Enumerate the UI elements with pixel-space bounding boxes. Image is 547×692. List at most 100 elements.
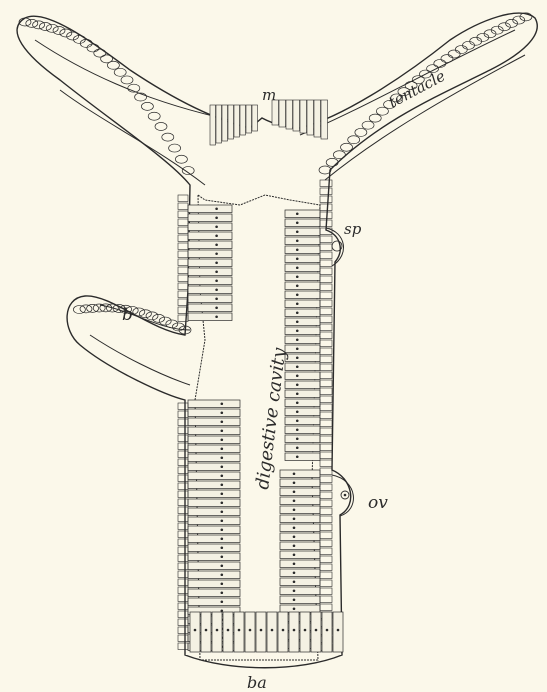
cell-layers <box>19 13 532 652</box>
ectoderm-cell <box>178 643 188 650</box>
basal-cell <box>190 612 200 652</box>
right-epithelial-cell <box>280 569 320 577</box>
ectoderm-cell <box>320 452 332 459</box>
left-epithelial-cell <box>188 304 232 312</box>
left-cell-nucleus <box>221 411 224 414</box>
right-cell-nucleus <box>296 365 299 368</box>
right-epithelial-cell <box>280 470 320 478</box>
right-epithelial-cell <box>285 282 320 290</box>
ectoderm-cell <box>320 460 332 467</box>
right-tentacle-cell <box>369 114 381 122</box>
right-epithelial-cell <box>285 264 320 272</box>
hypostome-cell <box>300 100 307 133</box>
right-tentacle-cell <box>333 151 345 159</box>
basal-cell <box>300 612 310 652</box>
right-epithelial-cell <box>280 605 320 613</box>
right-epithelial-cell <box>285 453 320 461</box>
left-cell-nucleus <box>215 252 218 255</box>
ectoderm-cell <box>178 243 188 250</box>
bud-inner <box>90 305 190 385</box>
right-cell-nucleus <box>296 329 299 332</box>
ectoderm-cell <box>320 332 332 339</box>
ectoderm-cell <box>320 556 332 563</box>
right-cell-nucleus <box>296 320 299 323</box>
right-epithelial-cell <box>280 506 320 514</box>
right-cell-nucleus <box>293 598 296 601</box>
basal-cell <box>245 612 255 652</box>
ectoderm-cell <box>320 396 332 403</box>
left-cell-nucleus <box>221 501 224 504</box>
label-mouth: m <box>262 86 276 104</box>
ectoderm-cell <box>178 483 188 490</box>
ectoderm-cell <box>320 308 332 315</box>
left-tentacle-cell <box>155 122 167 130</box>
ectoderm-cell <box>320 388 332 395</box>
right-cell-nucleus <box>296 248 299 251</box>
left-cell-nucleus <box>221 420 224 423</box>
ectoderm-cell <box>178 499 188 506</box>
right-epithelial-cell <box>280 497 320 505</box>
left-epithelial-cell <box>188 250 232 258</box>
right-epithelial-cell <box>280 587 320 595</box>
bud-cell <box>133 308 145 316</box>
left-epithelial-cell <box>188 400 240 408</box>
ectoderm-cell <box>320 468 332 475</box>
hypostome-cell <box>307 100 314 135</box>
ectoderm-cell <box>178 539 188 546</box>
right-epithelial-cell <box>285 390 320 398</box>
left-tentacle-cell <box>121 76 133 84</box>
ectoderm-cell <box>320 372 332 379</box>
right-tentacle-cell <box>448 50 460 58</box>
ectoderm-cell <box>178 579 188 586</box>
left-cell-nucleus <box>221 447 224 450</box>
right-cell-nucleus <box>296 419 299 422</box>
left-tentacle-cell <box>107 61 119 69</box>
right-epithelial-cell <box>285 300 320 308</box>
hypostome-cell <box>279 100 286 127</box>
ectoderm-cell <box>320 596 332 603</box>
right-epithelial-cell <box>280 542 320 550</box>
bud-cell <box>172 323 184 331</box>
basal-cell-nucleus <box>293 629 296 632</box>
basal-cell-nucleus <box>315 629 318 632</box>
right-cell-nucleus <box>293 508 296 511</box>
right-cell-nucleus <box>293 472 296 475</box>
left-cell-nucleus <box>215 288 218 291</box>
left-tentacle-cell <box>94 49 106 57</box>
basal-cell <box>333 612 343 652</box>
right-cell-nucleus <box>296 293 299 296</box>
left-cell-nucleus <box>215 261 218 264</box>
right-cell-nucleus <box>296 338 299 341</box>
right-epithelial-cell <box>285 273 320 281</box>
right-tentacle-cell <box>355 128 367 136</box>
right-cell-nucleus <box>293 553 296 556</box>
left-cell-nucleus <box>221 591 224 594</box>
ectoderm-cell <box>178 227 188 234</box>
basal-cell <box>234 612 244 652</box>
right-tentacle-cell <box>341 143 353 151</box>
basal-cell-nucleus <box>326 629 329 632</box>
ectoderm-cell <box>320 244 332 251</box>
ectoderm-cell <box>320 604 332 611</box>
right-epithelial-cell <box>280 596 320 604</box>
left-cell-nucleus <box>221 573 224 576</box>
right-cell-nucleus <box>296 230 299 233</box>
right-epithelial-cell <box>280 533 320 541</box>
ectoderm-cell <box>320 484 332 491</box>
hypostome-cell <box>321 100 328 139</box>
ectoderm-cell <box>178 547 188 554</box>
basal-cell-nucleus <box>260 629 263 632</box>
ectoderm-cell <box>320 532 332 539</box>
left-tentacle-cell <box>26 19 38 27</box>
right-cell-nucleus <box>293 562 296 565</box>
ectoderm-cell <box>178 619 188 626</box>
right-cell-nucleus <box>293 490 296 493</box>
left-tentacle-cell <box>114 68 126 76</box>
left-epithelial-cell <box>188 232 232 240</box>
basal-cell <box>289 612 299 652</box>
bud-cell <box>100 304 112 312</box>
basal-cell <box>201 612 211 652</box>
basal-cell-nucleus <box>304 629 307 632</box>
right-epithelial-cell <box>285 246 320 254</box>
ectoderm-cell <box>178 611 188 618</box>
